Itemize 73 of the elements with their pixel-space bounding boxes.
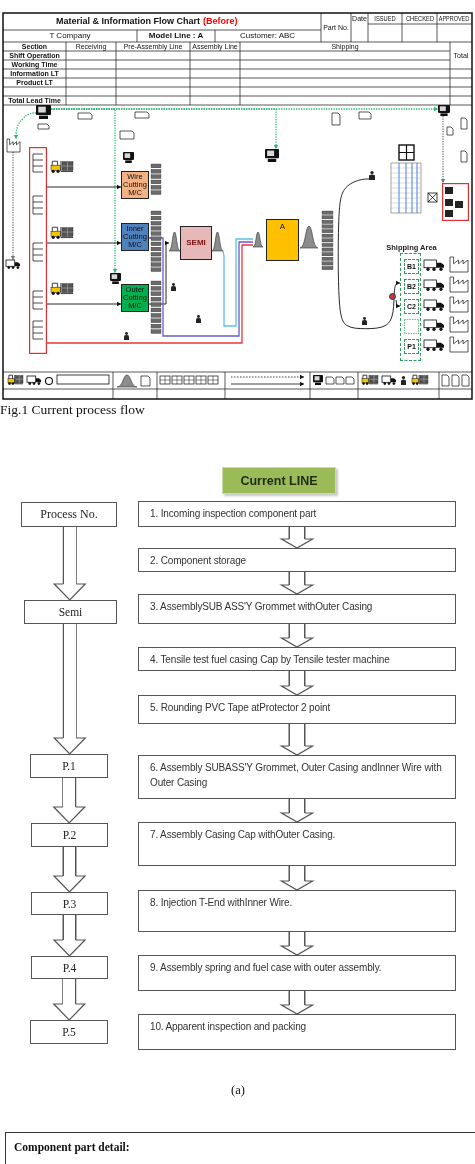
step-text: 1. Incoming inspection component part <box>150 507 318 521</box>
step-text: 6. Assembly SUBASS'Y Grommet, Outer Casing andInner Wire with Outer Casing <box>150 761 443 790</box>
process-number-box <box>31 823 108 847</box>
box-label: Semi <box>58 606 83 618</box>
process-step-box <box>138 647 456 671</box>
operator-icon <box>369 171 375 180</box>
process-number-box <box>30 754 108 778</box>
box-label: P.4 <box>62 961 77 974</box>
factory-icon <box>7 139 20 152</box>
process-step-box <box>138 755 456 799</box>
step-text: 5. Rounding PVC Tape atProtector 2 point <box>150 701 332 715</box>
process-number-box <box>21 502 117 527</box>
step-text: 4. Tensile test fuel casing Cap by Tensile tester machine <box>150 653 391 667</box>
shipment-box <box>404 279 419 294</box>
inventory-triangle-icon <box>212 232 223 251</box>
storage-rack <box>29 147 47 354</box>
banner-text: Current LINE <box>240 473 318 488</box>
truck-icon <box>6 260 20 269</box>
process-step-box <box>138 695 456 724</box>
box-label: P.3 <box>62 897 77 910</box>
shipment-box <box>404 259 419 274</box>
box-label: P.5 <box>62 1026 76 1038</box>
dotted-arrow <box>440 115 446 184</box>
header-text: Model Line : A <box>147 30 205 42</box>
detail-panel <box>5 1132 475 1164</box>
process-box <box>266 219 299 261</box>
figure-caption: (a) <box>230 1082 246 1099</box>
status-text: (Before) <box>203 15 239 28</box>
flow-line <box>46 244 254 344</box>
process-step-box <box>138 955 456 991</box>
box-label: P.1 <box>62 760 76 772</box>
info-panel <box>442 183 469 221</box>
empty-box <box>404 319 419 334</box>
process-step-box <box>138 890 456 932</box>
box-label: A <box>279 223 286 232</box>
shipment-box <box>404 339 419 354</box>
process-step-box <box>138 1014 456 1050</box>
inventory-triangle-icon <box>169 232 180 251</box>
computer-icon <box>110 273 121 284</box>
computer-icon <box>265 149 279 162</box>
title-banner <box>222 467 336 494</box>
box-label: P.2 <box>62 829 77 841</box>
panel-heading: Component part detail: <box>14 1141 131 1153</box>
inventory-triangle-icon <box>253 232 263 247</box>
ring-icon <box>389 293 396 300</box>
dotted-arrow <box>50 108 118 274</box>
process-number-box <box>31 892 108 915</box>
step-text: 2. Component storage <box>150 554 247 568</box>
header-text: T Company <box>48 30 92 42</box>
process-number-box <box>30 1020 108 1044</box>
process-step-box <box>138 594 456 624</box>
process-box <box>180 226 212 260</box>
chart-title: Material & Information Flow Chart <box>55 15 200 28</box>
process-step-box <box>138 548 456 572</box>
shipment-box <box>404 299 419 314</box>
step-text: 10. Apparent inspection and packing <box>150 1020 307 1034</box>
step-text: 9. Assembly spring and fuel case with outer assembly. <box>150 961 383 975</box>
header-text: Customer: ABC <box>240 30 297 42</box>
dotted-arrow <box>13 112 37 140</box>
process-step-box <box>138 822 456 866</box>
step-text: 7. Assembly Casing Cap withOuter Casing. <box>150 828 337 842</box>
box-label: Process No. <box>40 507 98 522</box>
process-step-box <box>138 501 456 527</box>
process-number-box <box>31 956 108 979</box>
computer-icon <box>438 105 450 116</box>
step-text: 8. Injection T-End withInner Wire. <box>150 896 293 910</box>
process-number-box <box>24 600 117 624</box>
computer-icon <box>36 105 51 119</box>
flow-line <box>222 238 254 327</box>
box-label: SEMI <box>186 238 206 248</box>
figure-caption: Fig.1 Current process flow <box>0 401 146 419</box>
step-text: 3. AssemblySUB ASS'Y Grommet withOuter Casing <box>150 600 374 614</box>
flow-line <box>148 237 254 337</box>
